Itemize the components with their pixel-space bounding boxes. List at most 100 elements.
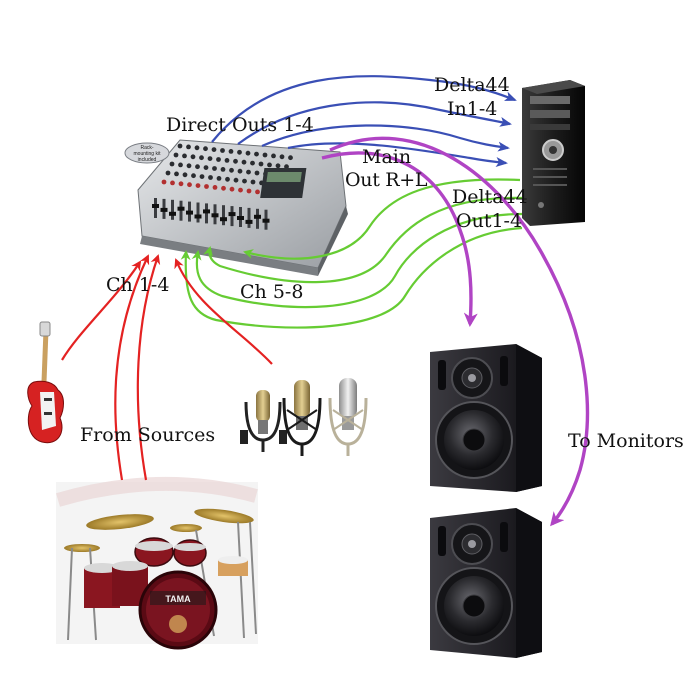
direct-out-cable-2	[237, 101, 512, 145]
microphones	[240, 378, 368, 456]
mixer-fader-cap	[169, 211, 176, 216]
mixer-fader-cap	[220, 217, 227, 222]
mixer-knob	[191, 173, 196, 179]
mixer-fader-cap	[228, 212, 236, 217]
direct-out-cable-1	[211, 75, 517, 143]
mixer-knob	[195, 183, 201, 189]
direct-out-cable-3	[261, 124, 510, 152]
mixer-fader-cap	[262, 218, 270, 223]
label-to-monitors: To Monitors	[568, 430, 684, 452]
delta-out-cable-2	[203, 196, 523, 284]
guitar-cable	[61, 260, 142, 361]
mixer-fader-cap	[211, 213, 219, 218]
mixer-knob	[241, 159, 247, 165]
mixer-fader-track	[247, 207, 251, 228]
mixer-fader-cap	[152, 204, 159, 208]
label-from-sources: From Sources	[80, 424, 216, 446]
mixer-fader-cap	[177, 206, 185, 211]
delta-out-cable-4	[180, 226, 523, 329]
mixer-knob	[237, 168, 243, 174]
mixer-knob	[182, 153, 187, 159]
mixer-knob	[238, 187, 243, 193]
label-ch-5-8: Ch 5-8	[240, 281, 304, 303]
monitor-speaker-top	[430, 344, 542, 492]
mixer-fader-cap	[186, 210, 193, 215]
monitor-speaker-bottom	[430, 508, 542, 658]
mixer-knob	[170, 180, 175, 186]
badge-line-3: included	[138, 157, 157, 163]
mixer-knob	[233, 177, 239, 183]
mixer-knob	[165, 170, 171, 176]
drum-brand-logo: TAMA	[165, 594, 191, 604]
mixer-knob	[225, 176, 230, 182]
label-delta-out-2: Out1-4	[456, 210, 523, 232]
mic-cable	[174, 258, 273, 365]
mixer-knob	[177, 143, 183, 149]
label-delta-in-2: In1-4	[447, 98, 498, 120]
label-main-out-1: Main	[362, 146, 412, 168]
mixer-fader-cap	[237, 216, 244, 220]
mixer-fader-track	[171, 199, 174, 220]
mixer-knob	[195, 164, 200, 170]
label-delta-in-1: Delta44	[434, 74, 510, 96]
mixer-knob	[207, 156, 213, 162]
main-out-cables	[321, 136, 590, 527]
mixer-fader-cap	[254, 214, 261, 219]
mixer-fader-track	[196, 202, 200, 223]
mixer-knob	[216, 176, 222, 181]
rack-mount-badge: Rack- mounting kit included	[124, 142, 170, 164]
mixer-knob	[190, 154, 196, 160]
mixer-knob	[173, 152, 179, 158]
label-direct-outs: Direct Outs 1-4	[166, 114, 314, 136]
mixer-knob	[194, 145, 200, 151]
mixer-knob	[271, 153, 276, 159]
mixer	[137, 139, 348, 276]
source-cables	[61, 254, 273, 481]
badge-line-2: mounting kit	[134, 151, 162, 157]
mixer-knob	[211, 147, 217, 153]
drum-cable-2	[136, 254, 161, 481]
electric-guitar	[27, 321, 64, 444]
mixer-knob	[212, 166, 217, 171]
mixer-knob	[228, 149, 234, 154]
label-delta-out-1: Delta44	[452, 186, 528, 208]
mixer-knob	[220, 148, 225, 153]
mixer-knob	[187, 182, 192, 188]
mixer-knob	[220, 167, 226, 172]
main-out-cable-right	[329, 136, 590, 527]
mixer-knob	[229, 186, 235, 192]
delta-out-cable-3	[191, 212, 523, 309]
mixer-knob	[250, 160, 255, 166]
mixer-fader-cap	[160, 207, 168, 212]
mixer-knob	[199, 174, 205, 180]
mixer-knob	[216, 157, 221, 162]
mixer-knob	[255, 189, 260, 195]
label-ch-1-4: Ch 1-4	[106, 274, 170, 296]
mixer-knob	[224, 158, 230, 163]
mixer-knob	[250, 179, 256, 185]
mixer-knob	[245, 150, 251, 156]
mixer-knob	[284, 164, 289, 170]
label-main-out-2: Out R+L	[345, 169, 428, 191]
mixer-knob	[288, 155, 293, 161]
mixer-knob	[182, 172, 188, 178]
mixer-knob	[237, 149, 242, 155]
mixer-knob	[229, 167, 234, 173]
mixer-fader-cap	[194, 214, 202, 219]
computer-tower	[522, 80, 585, 226]
drum-kit: TAMA	[56, 476, 258, 650]
mixer-knob	[221, 185, 226, 191]
mixer-knob	[262, 152, 268, 158]
mixer-knob	[161, 179, 167, 185]
mixer-knob	[203, 165, 209, 171]
mixer-knob	[186, 163, 192, 169]
delta-out-cable-1	[243, 178, 521, 260]
mixer-knob	[246, 188, 252, 194]
mixer-knob	[279, 154, 285, 160]
mixer-knob	[254, 170, 260, 176]
mixer-knob	[178, 181, 184, 187]
mixer-knob	[204, 184, 209, 189]
mixer-knob	[275, 163, 281, 169]
mixer-knob	[174, 171, 179, 177]
